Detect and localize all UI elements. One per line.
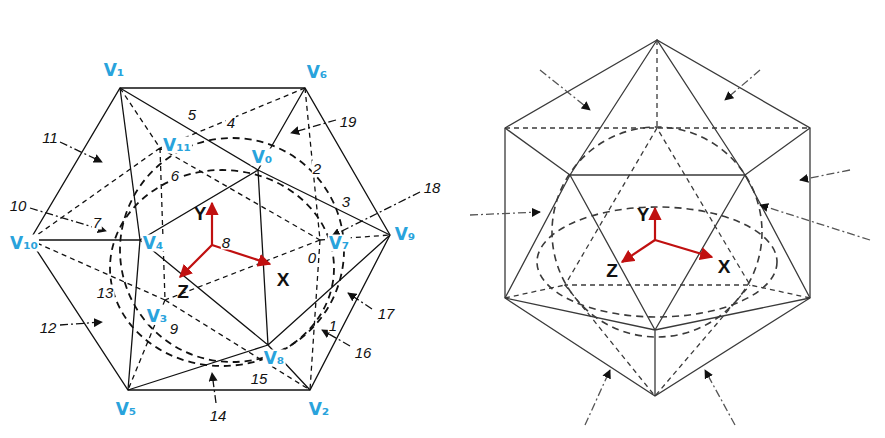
- vertex-label: V₄: [142, 235, 165, 252]
- vertex-label: V₀: [251, 149, 274, 166]
- axis-label: Y: [193, 204, 208, 223]
- callout-number: 5: [187, 107, 197, 122]
- callout-number: 16: [354, 345, 373, 360]
- callout-number: 7: [92, 215, 102, 230]
- vertex-label: V₈: [263, 350, 286, 367]
- callout-number: 19: [339, 114, 358, 129]
- axis-label: X: [276, 270, 291, 289]
- callout-number: 3: [341, 194, 351, 209]
- vertex-label: V₅: [115, 401, 138, 418]
- callout-number: 15: [250, 371, 269, 386]
- vertex-label: V₁: [103, 62, 126, 79]
- callout-number: 9: [169, 321, 179, 336]
- vertex-label: V₃: [146, 308, 169, 325]
- axis-label: Z: [605, 261, 619, 280]
- callout-number: 1: [328, 318, 338, 333]
- vertex-label: V₆: [306, 64, 329, 81]
- left-axes: [180, 203, 270, 277]
- axis-label: Y: [636, 205, 651, 224]
- callout-number: 10: [9, 198, 28, 213]
- axis-label: X: [717, 257, 732, 276]
- callout-number: 17: [377, 306, 396, 321]
- callout-number: 18: [423, 180, 442, 195]
- callout-number: 12: [39, 320, 58, 335]
- axis-label: Z: [176, 282, 190, 301]
- callout-number: 0: [307, 250, 317, 265]
- callout-number: 4: [226, 115, 236, 130]
- right-icosahedron: [470, 40, 870, 425]
- callout-number: 6: [170, 168, 180, 183]
- vertex-label: V₉: [394, 226, 417, 243]
- callout-number: 13: [96, 285, 115, 300]
- callout-number: 2: [312, 161, 322, 176]
- callout-number: 8: [221, 235, 231, 250]
- left-icosahedron: [30, 88, 420, 403]
- vertex-label: V₁₀: [9, 235, 39, 252]
- vertex-label: V₂: [308, 401, 331, 418]
- callout-number: 11: [41, 130, 59, 145]
- vertex-label: V₁₁: [162, 137, 192, 154]
- right-axes: [622, 208, 712, 262]
- vertex-label: V₇: [328, 235, 351, 252]
- callout-number: 14: [209, 408, 228, 423]
